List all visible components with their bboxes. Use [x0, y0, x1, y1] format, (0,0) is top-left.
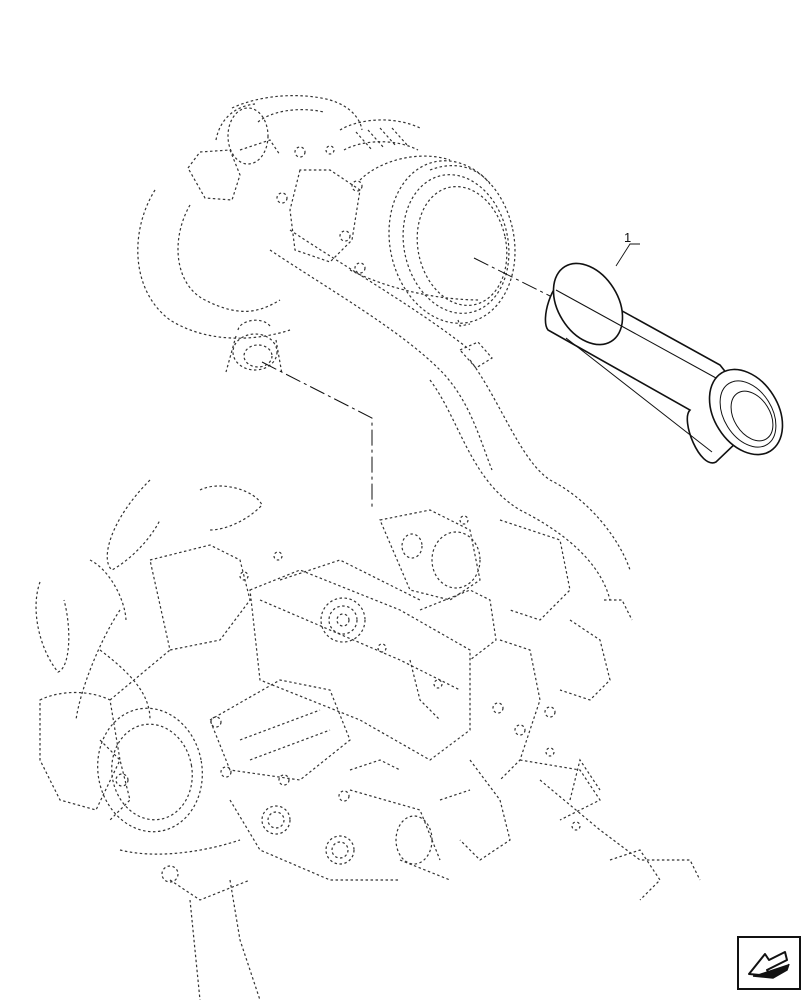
engine-block	[39, 509, 701, 1000]
arrow-down-left-icon	[748, 951, 790, 979]
air-intake-assembly	[137, 94, 631, 601]
next-page-button[interactable]	[737, 936, 801, 990]
cooling-fan	[35, 479, 263, 721]
assembly-center-lines	[261, 257, 559, 510]
callout-leader	[615, 243, 640, 267]
air-filter-element	[544, 262, 784, 464]
callout-label-1: 1	[624, 230, 632, 245]
